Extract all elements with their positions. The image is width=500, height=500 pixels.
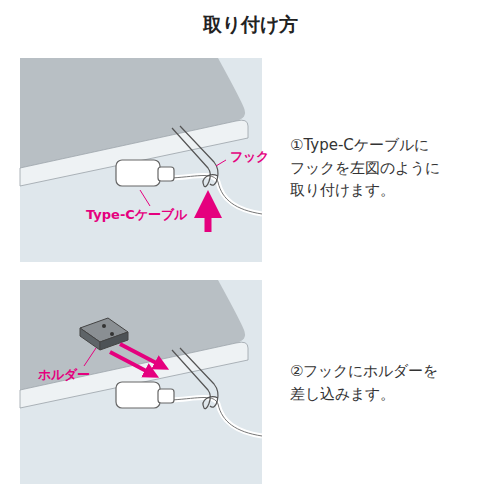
leader-line xyxy=(84,348,96,366)
type-c-cable xyxy=(116,382,262,436)
panel-ground xyxy=(20,58,262,262)
part-label: Type-Cケーブル xyxy=(86,206,187,224)
panel-ground xyxy=(20,280,262,484)
push-arrow xyxy=(205,204,212,232)
leader-line xyxy=(216,160,226,166)
type-c-cable xyxy=(116,160,262,214)
leader-line xyxy=(140,190,150,206)
hook xyxy=(172,348,218,409)
part-label: ホルダー xyxy=(38,366,90,384)
insert-arrow xyxy=(110,352,152,374)
page-title: 取り付け方 xyxy=(0,12,500,38)
step-text: ①Type-Cケーブルに フックを左図のように 取り付けます。 xyxy=(290,134,480,202)
hook xyxy=(172,126,218,187)
step-text: ②フックにホルダーを 差し込みます。 xyxy=(290,360,480,405)
part-label: フック xyxy=(230,148,269,166)
